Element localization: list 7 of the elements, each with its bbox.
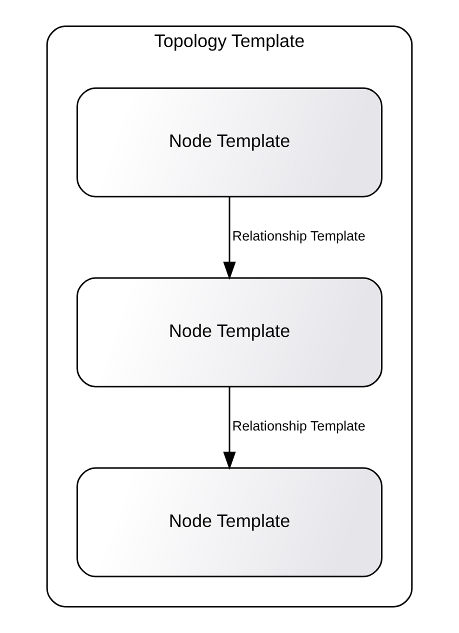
- arrow: [223, 196, 236, 280]
- edge-label: Relationship Template: [232, 418, 366, 434]
- node-box: Node Template: [76, 467, 383, 578]
- node-box: Node Template: [76, 87, 383, 198]
- arrow: [223, 386, 236, 470]
- node-box: Node Template: [76, 277, 383, 388]
- edge-label: Relationship Template: [232, 228, 366, 244]
